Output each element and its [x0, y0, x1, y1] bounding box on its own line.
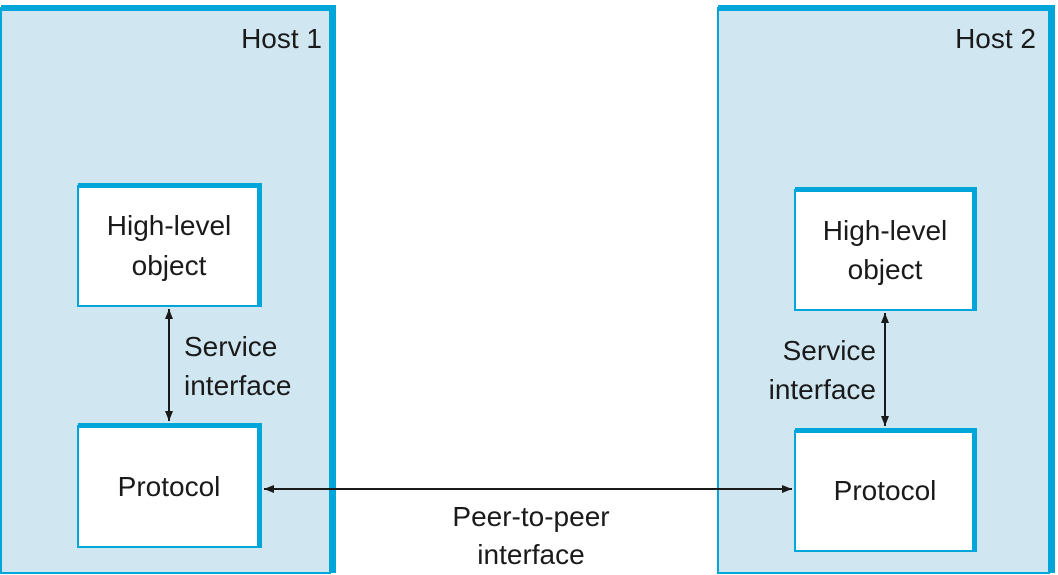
svg-text:interface: interface: [477, 539, 584, 570]
peer-to-peer-label: Peer-to-peer: [452, 501, 609, 532]
service-interface-label: Service: [783, 335, 876, 366]
host-2: Host 2 High-level object Service interfa…: [717, 5, 1055, 574]
protocol-box: Protocol: [77, 423, 262, 548]
protocol-box: Protocol: [794, 428, 977, 552]
host-label: Host 1: [241, 23, 322, 54]
host-label: Host 2: [955, 23, 1036, 54]
svg-text:object: object: [848, 254, 923, 285]
svg-text:object: object: [132, 250, 207, 281]
svg-text:Protocol: Protocol: [118, 471, 221, 502]
svg-text:High-level: High-level: [107, 210, 232, 241]
svg-text:Protocol: Protocol: [834, 475, 937, 506]
high-level-object-box: High-level object: [77, 183, 262, 307]
svg-text:interface: interface: [184, 370, 291, 401]
high-level-object-box: High-level object: [794, 187, 977, 311]
svg-text:High-level: High-level: [823, 215, 948, 246]
service-interface-label: Service: [184, 331, 277, 362]
host-1: Host 1 High-level object Service interfa…: [0, 5, 336, 574]
svg-text:interface: interface: [769, 374, 876, 405]
